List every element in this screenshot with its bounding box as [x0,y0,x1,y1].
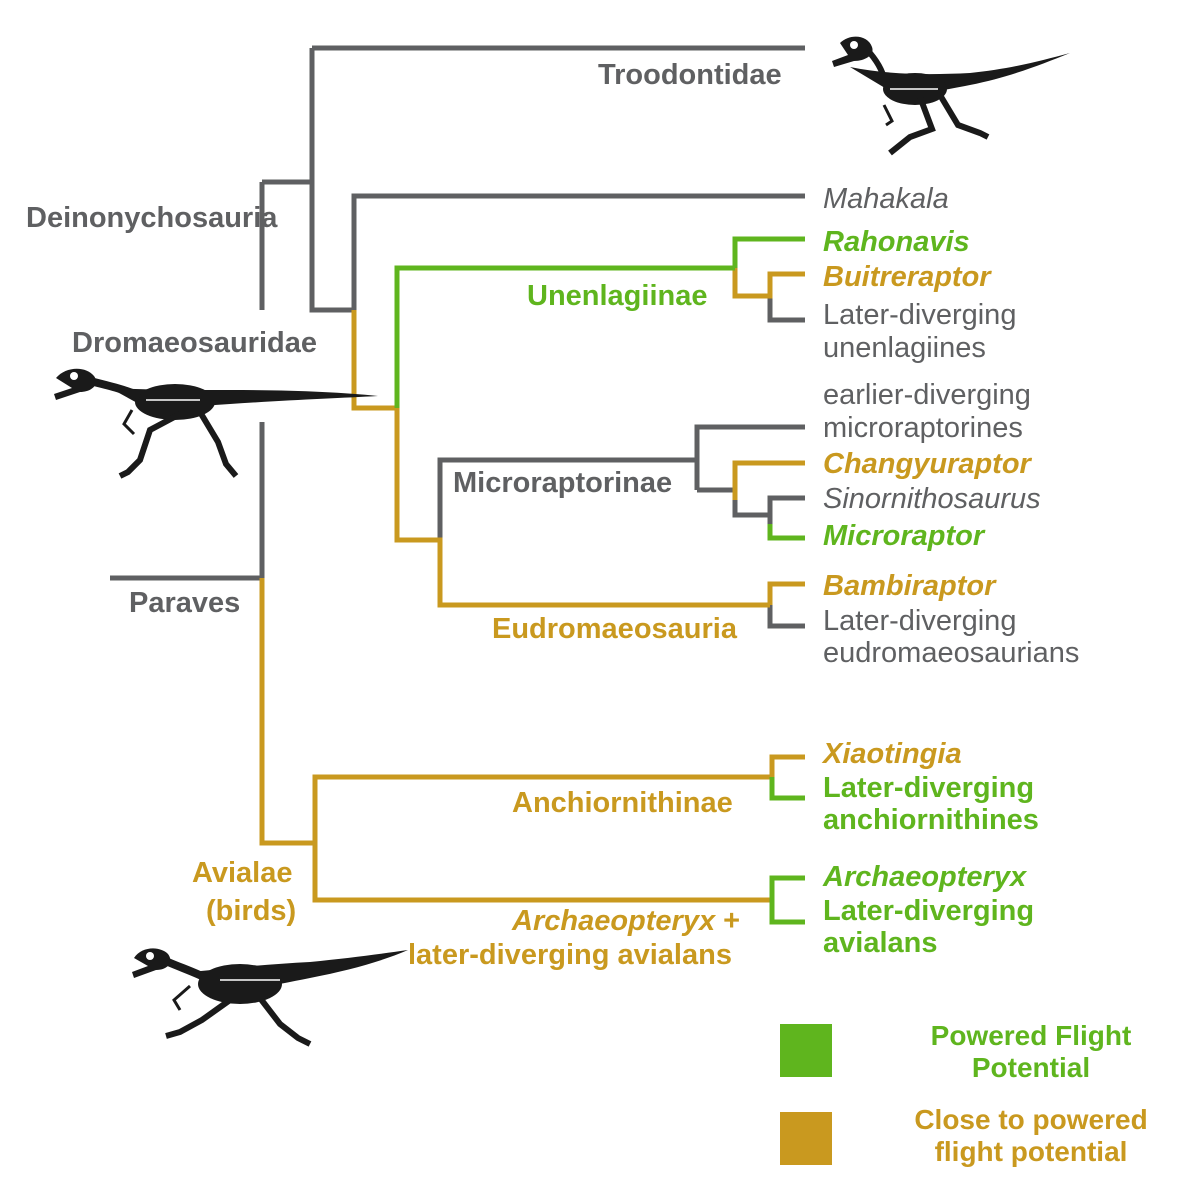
buitreraptor-branch [732,268,805,299]
taxon-mahakala: Mahakala [823,183,949,215]
taxon-sinornithosaurus: Sinornithosaurus [823,483,1041,515]
microraptorinae-stem [437,457,697,540]
legend-swatch-powered [780,1024,832,1077]
avialan-skeleton-icon [132,948,408,1047]
taxon-rahonavis: Rahonavis [823,226,970,258]
rahonavis-branch [732,236,805,268]
unenlagiinae-branch [394,265,735,408]
legend-label-close-line1: Close to powered [914,1104,1147,1135]
clade-label-archaeopteryx-italic: Archaeopteryx [511,905,717,937]
clade-label-archaeopteryx-line2: later-diverging avialans [408,939,732,971]
taxon-earlier-microraptorines-line2: microraptorines [823,412,1023,444]
later-eudromaeosaurians-branch [767,605,805,629]
dromaeosauridae-stem [351,310,397,411]
microraptor-branch [767,524,805,541]
micro-subclade-branch [697,487,738,500]
taxon-earlier-microraptorines-line1: earlier-diverging [823,379,1031,411]
taxon-later-avialans-line2: avialans [823,927,937,959]
gray-branches [110,45,805,629]
taxon-later-unenlagiines-line1: Later-diverging [823,299,1016,331]
avialae-stem [259,578,315,846]
taxon-microraptor: Microraptor [823,520,986,552]
earlier-microraptorines-branch [694,424,805,490]
clade-label-archaeopteryx-plus: + [715,905,740,937]
eudromaeosaur-micro-stem [394,408,770,608]
xiaotingia-branch [769,754,805,777]
legend: Powered Flight Potential Close to powere… [780,1020,1148,1167]
legend-swatch-close [780,1112,832,1165]
later-anchiornithines-branch [769,777,805,801]
legend-label-close-line2: flight potential [935,1136,1128,1167]
archaeopteryx-branch [769,875,805,900]
legend-label-powered-line2: Potential [972,1052,1090,1083]
later-unenlagiines-branch [767,296,805,323]
taxon-troodontidae: Troodontidae [598,59,782,91]
taxon-later-anchiornithines-line2: anchiornithines [823,804,1039,836]
taxon-later-eudromaeosaurians-line1: Later-diverging [823,605,1016,637]
sinornithosaurus-clade [732,495,805,518]
clade-label-avialae-line2: (birds) [206,895,296,927]
clade-label-anchiornithinae: Anchiornithinae [512,787,733,819]
clade-label-avialae-line1: Avialae [192,857,293,889]
bambiraptor-branch [767,581,805,605]
gold-branches [259,268,805,903]
taxon-later-anchiornithines-line1: Later-diverging [823,772,1034,804]
legend-label-powered-line1: Powered Flight [931,1020,1132,1051]
green-branches [394,236,805,925]
dromaeosaurid-skeleton-icon [54,368,378,479]
troodontidae-branch [309,48,354,313]
troodontid-skeleton-icon [832,36,1070,156]
taxon-changyuraptor: Changyuraptor [823,448,1033,480]
clade-label-deinonychosauria: Deinonychosauria [26,202,278,234]
clade-label-unenlagiinae: Unenlagiinae [527,280,708,312]
anchiornithinae-branch [312,774,772,843]
taxon-xiaotingia: Xiaotingia [821,738,962,770]
clade-label-paraves: Paraves [129,587,240,619]
taxon-later-eudromaeosaurians-line2: eudromaeosaurians [823,637,1079,669]
clade-label-eudromaeosauria: Eudromaeosauria [492,613,738,645]
clade-label-dromaeosauridae: Dromaeosauridae [72,327,317,359]
taxon-archaeopteryx: Archaeopteryx [822,861,1028,893]
taxon-bambiraptor: Bambiraptor [823,570,997,602]
taxon-later-avialans-line1: Later-diverging [823,895,1034,927]
changyuraptor-branch [732,460,805,500]
taxon-buitreraptor: Buitreraptor [823,261,992,293]
later-avialans-branch [769,900,805,925]
clade-label-archaeopteryx-line1: Archaeopteryx + [511,905,740,937]
clade-label-microraptorinae: Microraptorinae [453,467,672,499]
mahakala-branch [351,193,805,310]
archaeopteryx-clade-branch [312,843,772,903]
taxon-later-unenlagiines-line2: unenlagiines [823,332,986,364]
